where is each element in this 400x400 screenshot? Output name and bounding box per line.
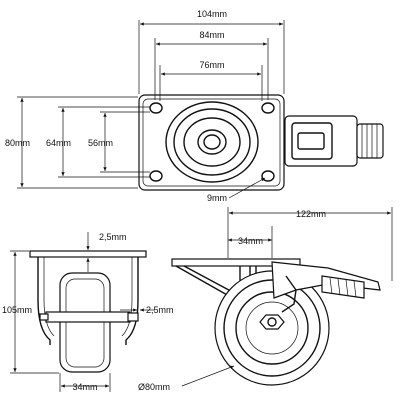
brake-pedal-top	[284, 115, 384, 167]
dim-overall-width: 104mm	[197, 9, 227, 19]
mounting-plate-inner-edge	[142, 98, 281, 187]
front-fork	[37, 257, 139, 345]
side-plate	[171, 258, 301, 267]
dim-plate-hole-height-wide: 64mm	[46, 138, 71, 148]
dim-wheel-diameter: Ø80mm	[138, 382, 170, 392]
front-view: 2,5mm 105mm 2,5mm 34mm	[2, 232, 174, 392]
bolt-holes	[149, 102, 275, 182]
front-plate	[29, 250, 147, 258]
bolt-hole-tr	[261, 102, 275, 114]
dim-bolt-hole: 9mm	[207, 193, 227, 203]
dim-total-height: 105mm	[2, 305, 32, 315]
dim-hole-spacing-narrow: 76mm	[199, 60, 224, 70]
dim-plate-thickness: 2,5mm	[99, 232, 127, 242]
dim-offset: 34mm	[238, 236, 263, 246]
front-axle	[45, 311, 131, 323]
brake-lever-side	[271, 261, 381, 313]
dim-fork-thickness: 2,5mm	[146, 305, 174, 315]
dim-overall-length: 122mm	[296, 209, 326, 219]
axle-nut	[259, 314, 285, 330]
dim-hole-spacing-wide: 84mm	[199, 30, 224, 40]
top-view: 104mm 84mm 76mm 80mm 64mm 56mm 9mm	[5, 9, 384, 203]
bolt-hole-br	[261, 170, 275, 182]
side-view: 122mm 34mm Ø80mm	[138, 207, 393, 392]
dim-plate-hole-height-narrow: 56mm	[88, 138, 113, 148]
turntable	[165, 101, 259, 183]
dim-wheel-width: 34mm	[72, 382, 97, 392]
bolt-hole-bl	[149, 170, 163, 182]
dim-plate-height: 80mm	[5, 138, 30, 148]
bolt-hole-tl	[149, 102, 163, 114]
